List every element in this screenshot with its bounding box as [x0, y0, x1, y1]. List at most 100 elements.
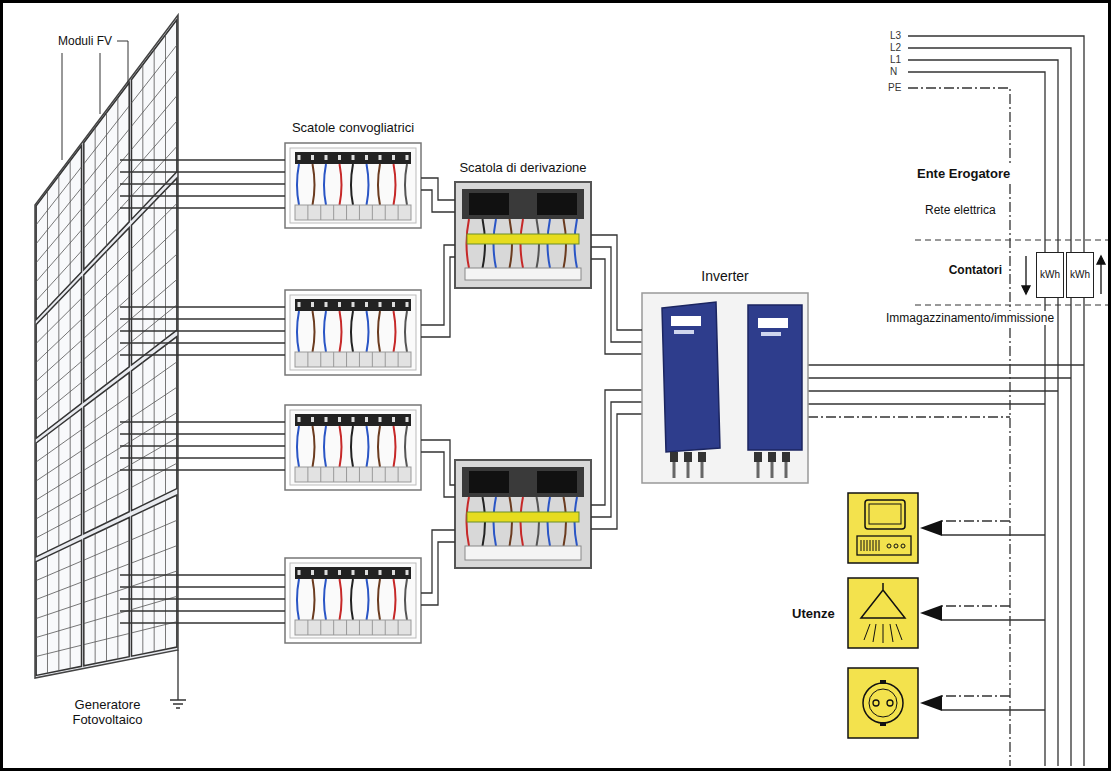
junction-boxes: [359, 205, 360, 220]
ground-symbol: [170, 650, 186, 708]
grid-bus: [908, 36, 1084, 766]
junction-boxes: [320, 352, 321, 367]
load-icons: [861, 583, 905, 618]
inverter-art: [674, 330, 694, 334]
junction-boxes: [405, 311, 407, 352]
junction-boxes: [359, 467, 360, 482]
caption-label: Moduli FV: [58, 34, 112, 48]
junction-boxes: [378, 579, 380, 620]
flow-arrow: [1100, 262, 1101, 294]
pv-array: [131, 345, 176, 505]
cable-connector: [185, 183, 285, 184]
junction-boxes: [295, 352, 411, 367]
inverter-art: [754, 452, 762, 462]
junction-boxes: [365, 570, 368, 575]
junction-boxes: [367, 579, 369, 620]
junction-boxes: [405, 426, 407, 467]
grid-bus: [908, 60, 1058, 766]
junction-boxes: [298, 155, 301, 160]
junction-boxes: [385, 467, 386, 482]
junction-boxes: [307, 205, 308, 220]
junction-boxes: [469, 193, 509, 215]
junction-boxes: [340, 311, 342, 352]
junction-boxes: [385, 205, 386, 220]
pv-array: [131, 35, 176, 208]
junction-boxes: [307, 620, 308, 635]
pv-array: [36, 409, 81, 557]
junction-boxes: [290, 148, 416, 223]
load-icons: [848, 668, 918, 738]
pv-array: [36, 417, 81, 551]
junction-boxes: [346, 352, 347, 367]
junction-boxes: [406, 302, 409, 307]
junction-boxes: [297, 426, 299, 467]
junction-boxes: [285, 405, 421, 490]
inverter-art: [670, 452, 790, 462]
junction-boxes: [311, 417, 314, 422]
junction-boxes: [333, 620, 334, 635]
junction-boxes: [338, 302, 341, 307]
inverter-box: Inverter: [642, 268, 808, 483]
junction-boxes: [462, 467, 584, 497]
junction-boxes: [346, 205, 347, 220]
junction-boxes: [467, 234, 579, 244]
inverter-art: [761, 332, 781, 336]
junction-boxes: [295, 205, 411, 220]
junction-boxes: [365, 302, 368, 307]
caption-label: L3: [890, 30, 901, 42]
junction-boxes: [311, 302, 314, 307]
load-icons: [880, 722, 886, 726]
pv-array: [84, 518, 129, 666]
load-feed: [942, 534, 1045, 535]
junction-boxes: [469, 471, 509, 493]
cable: [120, 342, 285, 343]
junction-boxes: [365, 155, 368, 160]
caption-label: Rete elettrica: [925, 203, 996, 217]
junction-boxes: [298, 570, 301, 575]
component-label: Scatole convogliatrici: [292, 120, 414, 136]
leader-line: [117, 41, 128, 84]
inverter-art: [684, 452, 692, 462]
meter-bracket: [915, 240, 1108, 305]
junction-boxes: [290, 295, 416, 370]
junction-boxes: [290, 410, 416, 485]
junction-boxes: [352, 155, 355, 160]
junction-boxes: [365, 417, 368, 422]
cable: [120, 598, 285, 599]
junction-boxes: [285, 290, 421, 375]
inverter-art: [674, 452, 786, 478]
load-feed: [920, 695, 942, 711]
grid-bus: [808, 416, 1010, 417]
load-icons: [894, 544, 898, 548]
junction-boxes: [394, 164, 396, 205]
load-feed: [942, 709, 1045, 710]
load-icons: [857, 536, 911, 555]
junction-boxes: [340, 164, 342, 205]
cable: [120, 318, 285, 319]
junction-boxes: [313, 426, 315, 467]
junction-boxes: [297, 311, 299, 352]
load-feed: [942, 520, 1010, 521]
junction-boxes: [295, 152, 411, 164]
flow-arrow: [1022, 286, 1030, 294]
junction-boxes: [537, 471, 577, 493]
inverter-art: [748, 305, 802, 450]
cable: [120, 159, 285, 160]
junction-boxes: [367, 311, 369, 352]
meter-unit: kWh: [1070, 269, 1090, 281]
leader-line: [62, 53, 63, 160]
load-feed: [942, 605, 1010, 606]
cable: [120, 306, 285, 307]
junction-boxes: [338, 417, 341, 422]
junction-boxes: [392, 570, 395, 575]
junction-boxes: [379, 302, 382, 307]
grid-bus: [808, 377, 1071, 378]
junction-boxes: [398, 205, 399, 220]
pv-generator: Generatore Fotovoltaico: [30, 12, 185, 728]
cable: [120, 457, 285, 458]
cable: [421, 257, 455, 337]
junction-boxes: [333, 467, 334, 482]
junction-boxes: [351, 311, 353, 352]
